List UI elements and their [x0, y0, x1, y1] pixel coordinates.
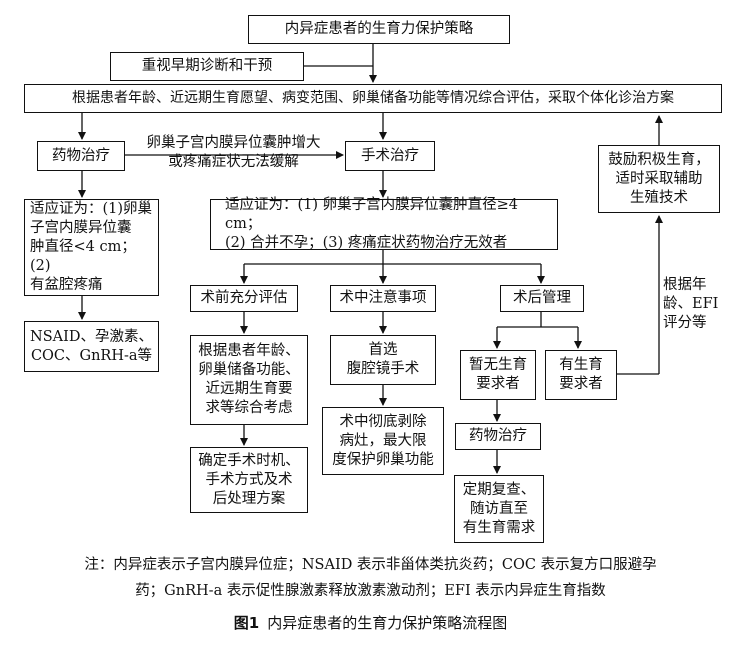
edge-label-drug-surgery: 卵巢子宫内膜异位囊肿增大 或疼痛症状无法缓解 — [146, 135, 321, 170]
followup-node: 定期复查、 随访直至 有生育需求 — [454, 475, 544, 543]
caption-text: 内异症患者的生育力保护策略流程图 — [267, 614, 508, 632]
note-line-2: 药；GnRH-a 表示促性腺激素释放激素激动剂；EFI 表示内异症生育指数 — [135, 583, 606, 599]
encourage-fertility-node: 鼓励积极生育， 适时采取辅助 生殖技术 — [598, 145, 720, 213]
drug-indication-node: 适应证为：(1)卵巢 子宫内膜异位囊 肿直径<4 cm；(2) 有盆腔疼痛 — [24, 199, 159, 296]
edge-label-efi: 根据年 龄、EFI 评分等 — [663, 277, 719, 331]
early-diagnosis-node: 重视早期诊断和干预 — [110, 52, 304, 81]
surgery-node: 手术治疗 — [345, 141, 435, 171]
post-drug-node: 药物治疗 — [455, 423, 541, 450]
no-fertility-node: 暂无生育 要求者 — [460, 350, 536, 400]
intraop-node: 术中注意事项 — [330, 285, 436, 312]
assessment-node: 根据患者年龄、近远期生育愿望、病变范围、卵巢储备功能等情况综合评估，采取个体化诊… — [24, 84, 722, 113]
note-line-1: 注：内异症表示子宫内膜异位症；NSAID 表示非甾体类抗炎药；COC 表示复方口… — [84, 557, 657, 573]
surgery-indication-node: 适应证为：(1) 卵巢子宫内膜异位囊肿直径≥4 cm； (2) 合并不孕；(3)… — [210, 197, 558, 251]
intraop-detail-node: 术中彻底剥除 病灶，最大限 度保护卵巢功能 — [322, 407, 444, 475]
intraop-choice-node: 首选 腹腔镜手术 — [330, 335, 436, 385]
caption-number: 图1 — [233, 614, 260, 632]
preop-node: 术前充分评估 — [190, 285, 298, 312]
figure-caption: 图1 内异症患者的生育力保护策略流程图 — [0, 612, 741, 633]
title-node: 内异症患者的生育力保护策略 — [248, 15, 510, 44]
preop-detail-node: 根据患者年龄、 卵巢储备功能、 近远期生育要 求等综合考虑 — [190, 335, 308, 425]
drug-therapy-node: 药物治疗 — [37, 141, 125, 171]
postop-node: 术后管理 — [500, 285, 584, 312]
preop-plan-node: 确定手术时机、 手术方式及术 后处理方案 — [190, 447, 308, 513]
fertility-node: 有生育 要求者 — [545, 350, 617, 400]
drug-list-node: NSAID、孕激素、 COC、GnRH-a等 — [24, 321, 159, 372]
